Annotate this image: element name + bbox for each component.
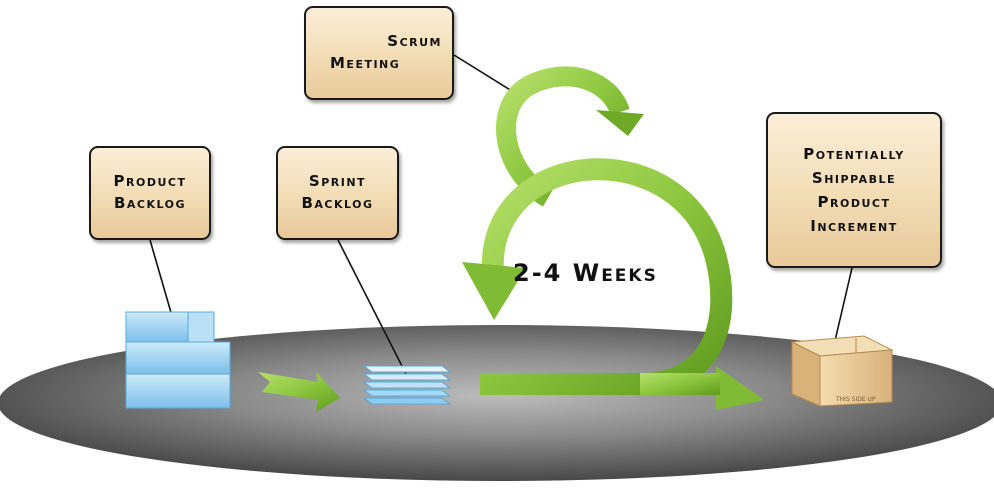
scrum-meeting-label: Scrum Meeting — [304, 6, 454, 100]
sprint-backlog-sheets — [362, 365, 452, 405]
sprint-backlog-line-2: Backlog — [301, 194, 374, 212]
shippable-increment-label: Potentially Shippable Product Increment — [766, 112, 942, 268]
sprint-backlog-line-1: Sprint — [308, 172, 367, 191]
scrum-meeting-line-2: Meeting — [330, 54, 401, 72]
increment-line-3: Product — [817, 193, 891, 211]
product-backlog-blocks — [125, 311, 231, 409]
sprint-exit-arrowhead — [716, 366, 764, 410]
backlog-transfer-arrow — [258, 372, 340, 412]
increment-line-2: Shippable — [811, 169, 897, 187]
platform-disc — [0, 325, 994, 481]
sprint-duration-label: 2-4 Weeks — [513, 259, 658, 287]
product-backlog-line-1: Product — [113, 172, 187, 191]
box-stamp-text: THIS SIDE UP — [836, 396, 876, 403]
product-backlog-label: Product Backlog — [89, 146, 211, 240]
sprint-exit-shaft — [640, 373, 720, 395]
connector-product-backlog — [149, 239, 173, 317]
sprint-backlog-label: Sprint Backlog — [276, 146, 399, 240]
shipping-box-icon — [790, 335, 894, 407]
increment-line-1: Potentially — [803, 145, 905, 163]
sprint-loop-arrow — [480, 158, 733, 395]
daily-loop-arrow — [496, 66, 630, 207]
daily-loop-arrowhead — [596, 110, 644, 136]
increment-line-4: Increment — [810, 217, 898, 235]
connector-sprint-backlog — [337, 239, 407, 375]
scrum-meeting-line-1: Scrum — [387, 32, 442, 51]
connector-increment — [833, 267, 853, 346]
connector-scrum-meeting — [453, 54, 521, 97]
sprint-loop-arrowhead — [462, 262, 526, 320]
product-backlog-line-2: Backlog — [113, 194, 187, 212]
